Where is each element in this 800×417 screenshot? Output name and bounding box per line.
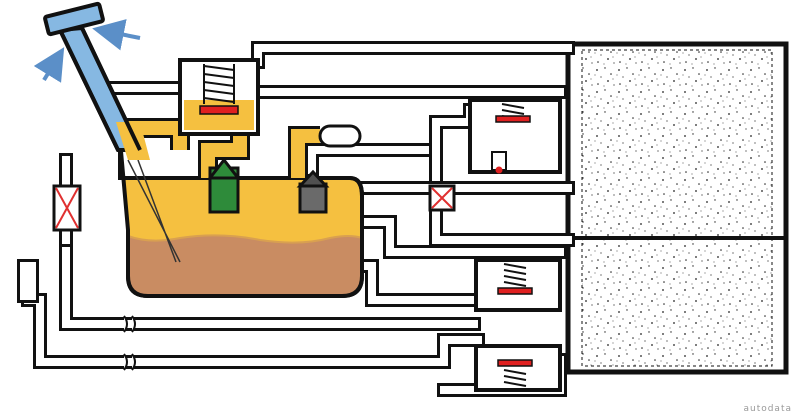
spring-icon (203, 64, 235, 104)
check-ball (495, 166, 503, 174)
purge-valve-lower (474, 344, 562, 392)
tank-vent-valve (296, 169, 330, 214)
airflow-arrows (33, 19, 141, 83)
spring-icon (503, 369, 527, 387)
valve-seal (199, 105, 239, 115)
charcoal-canister (565, 41, 789, 375)
fuel-tank (118, 139, 364, 298)
arrow-icon (33, 47, 65, 83)
valve-seal (495, 115, 531, 123)
arrow-icon (92, 19, 141, 51)
purge-valve-middle (474, 258, 562, 312)
tank-internal-lines (127, 159, 181, 263)
filler-cap (43, 1, 105, 37)
valve-seal (497, 287, 533, 295)
fuel-riser-pipes (124, 118, 362, 178)
tank-vent-plug (318, 124, 362, 148)
closed-valve-icon (428, 184, 456, 212)
valve-seal (497, 359, 533, 367)
fuel-shutoff-valve (206, 157, 242, 214)
pipe-break-marks (123, 315, 136, 371)
spring-icon (503, 263, 527, 287)
tank-sediment (128, 235, 362, 296)
closed-valve-icon (52, 184, 82, 232)
purge-valve-upper (468, 98, 562, 174)
rollover-valve (178, 58, 260, 136)
closed-valve-marks (52, 184, 456, 232)
filler-neck-fuel (116, 122, 150, 160)
watermark: autodata (743, 404, 792, 414)
filler-neck (43, 1, 150, 160)
